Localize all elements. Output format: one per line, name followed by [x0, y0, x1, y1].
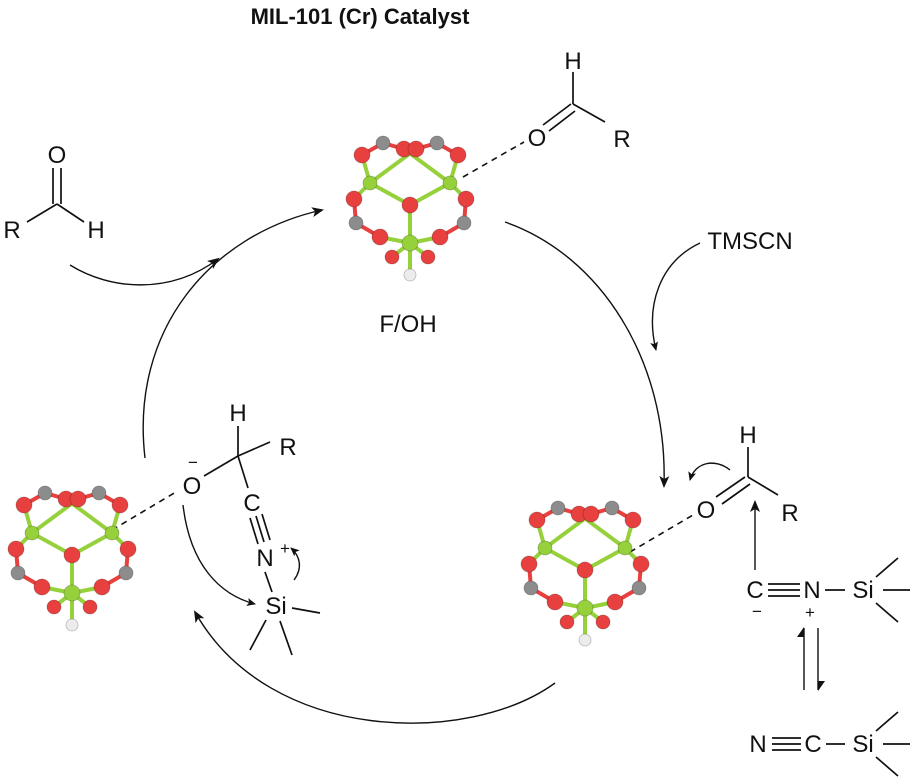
left-cluster-oxygen-atom	[7, 540, 25, 558]
right-cluster-oxygen-atom	[546, 593, 564, 611]
coordinated-aldehyde-top: H O R	[462, 48, 631, 178]
right-cluster-carbon-atom	[550, 500, 566, 516]
aldehyde-oxygen: O	[48, 142, 67, 169]
left-cluster-chromium-atom	[104, 525, 120, 541]
alkoxide-plus-charge: +	[280, 539, 290, 558]
isonitrile-nitrogen: N	[803, 577, 820, 604]
left-cluster-carbon-atom	[91, 485, 107, 501]
left-cluster-carbon-atom	[10, 565, 26, 581]
mil101-cluster-right	[520, 500, 650, 647]
right-cluster-oxygen-atom	[595, 614, 611, 630]
left-cluster-oxygen-atom	[93, 578, 111, 596]
right-cluster-fluoride-atom	[578, 633, 592, 647]
left-cluster-oxygen-atom	[119, 540, 137, 558]
right-cluster-oxygen-atom	[559, 614, 575, 630]
top-cluster-carbon-atom	[348, 215, 364, 231]
left-cluster-carbon-atom	[37, 485, 53, 501]
equilibrium-arrows	[797, 627, 825, 691]
top-aldehyde-r-group: R	[613, 126, 630, 153]
top-cluster-oxygen-atom	[345, 190, 363, 208]
isonitrile-species: C N Si − +	[746, 557, 910, 623]
alkoxide-intermediate: O − H R C N + Si	[111, 400, 321, 656]
alkoxide-silicon: Si	[265, 593, 286, 620]
left-cluster-oxygen-atom	[15, 496, 33, 514]
top-cluster-chromium-atom	[401, 234, 419, 252]
right-cluster-chromium-atom	[537, 540, 553, 556]
cycle-arrows	[69, 207, 701, 724]
alkoxide-minus-charge: −	[188, 453, 198, 472]
top-cluster-oxygen-atom	[371, 228, 389, 246]
coordinated-aldehyde-right: H O R	[629, 422, 799, 570]
left-cluster-chromium-atom	[24, 525, 40, 541]
reagent-label: TMSCN	[707, 228, 792, 255]
right-cluster-carbon-atom	[604, 500, 620, 516]
alkoxide-r-group: R	[279, 434, 296, 461]
right-cluster-oxygen-atom	[624, 511, 642, 529]
aldehyde-r-group: R	[3, 217, 20, 244]
top-cluster-carbon-atom	[375, 135, 391, 151]
nitrile-carbon: C	[804, 731, 821, 758]
isonitrile-silicon: Si	[852, 577, 873, 604]
top-cluster-chromium-atom	[362, 175, 378, 191]
right-cluster-oxygen-atom	[632, 555, 650, 573]
left-cluster-carbon-atom	[118, 565, 134, 581]
left-cluster-oxygen-atom	[69, 490, 87, 508]
mil101-cluster-left	[7, 485, 137, 632]
right-aldehyde-oxygen: O	[697, 497, 716, 524]
right-cluster-oxygen-atom	[528, 511, 546, 529]
left-cluster-oxygen-atom	[33, 578, 51, 596]
right-aldehyde-r-group: R	[781, 500, 798, 527]
left-cluster-oxygen-atom	[63, 546, 81, 564]
right-cluster-carbon-atom	[631, 580, 647, 596]
aldehyde-hydrogen: H	[87, 217, 104, 244]
top-aldehyde-hydrogen: H	[564, 48, 581, 75]
alkoxide-oxygen: O	[183, 473, 202, 500]
right-aldehyde-hydrogen: H	[739, 422, 756, 449]
top-cluster-oxygen-atom	[401, 196, 419, 214]
isonitrile-plus-charge: +	[805, 603, 815, 622]
left-cluster-chromium-atom	[63, 584, 81, 602]
alkoxide-hydrogen: H	[229, 400, 246, 427]
nitrile-species: N C Si	[749, 711, 910, 777]
aldehyde-reactant: O R H	[3, 142, 104, 244]
left-cluster-oxygen-atom	[111, 496, 129, 514]
diagram-title: MIL-101 (Cr) Catalyst	[251, 4, 471, 29]
top-cluster-oxygen-atom	[420, 249, 436, 265]
right-cluster-chromium-atom	[617, 540, 633, 556]
top-cluster-oxygen-atom	[407, 140, 425, 158]
isonitrile-minus-charge: −	[752, 602, 762, 621]
alkoxide-nitrogen: N	[256, 545, 273, 572]
alkoxide-carbon: C	[243, 490, 260, 517]
left-cluster-oxygen-atom	[46, 599, 62, 615]
left-cluster-fluoride-atom	[65, 618, 79, 632]
right-cluster-oxygen-atom	[520, 555, 538, 573]
isonitrile-carbon: C	[746, 577, 763, 604]
top-cluster-fluoride-atom	[403, 268, 417, 282]
top-cluster-oxygen-atom	[353, 146, 371, 164]
top-cluster-oxygen-atom	[384, 249, 400, 265]
mil101-cluster-top	[345, 135, 475, 282]
right-cluster-carbon-atom	[523, 580, 539, 596]
nitrile-nitrogen: N	[749, 731, 766, 758]
right-cluster-chromium-atom	[576, 599, 594, 617]
cluster-label: F/OH	[379, 311, 436, 338]
top-cluster-carbon-atom	[429, 135, 445, 151]
top-cluster-carbon-atom	[456, 215, 472, 231]
left-cluster-oxygen-atom	[82, 599, 98, 615]
right-cluster-oxygen-atom	[576, 561, 594, 579]
top-cluster-oxygen-atom	[457, 190, 475, 208]
nitrile-silicon: Si	[852, 731, 873, 758]
top-cluster-oxygen-atom	[431, 228, 449, 246]
top-cluster-oxygen-atom	[449, 146, 467, 164]
right-cluster-oxygen-atom	[606, 593, 624, 611]
top-cluster-chromium-atom	[442, 175, 458, 191]
right-cluster-oxygen-atom	[582, 505, 600, 523]
top-aldehyde-oxygen: O	[528, 125, 547, 152]
